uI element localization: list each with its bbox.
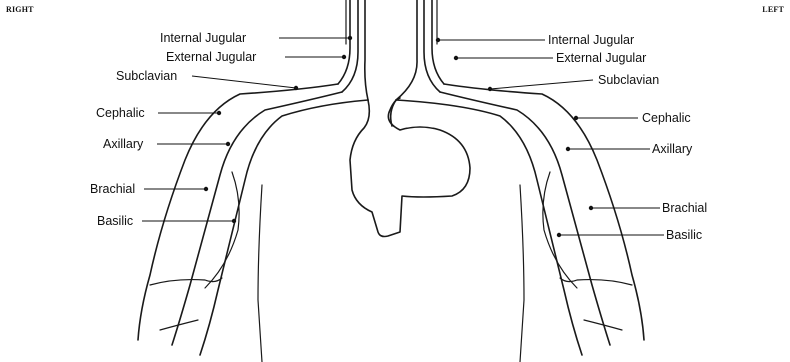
left-external-jugular-label: External Jugular <box>556 51 646 65</box>
right-brachial-label: Brachial <box>90 182 135 196</box>
right-external-jugular-label: External Jugular <box>166 50 256 64</box>
left-subclavian-label: Subclavian <box>598 73 659 87</box>
right-arm-outline <box>138 84 368 362</box>
right-internal-jugular-label: Internal Jugular <box>160 31 246 45</box>
heart-and-vena-cava <box>350 98 470 237</box>
right-axillary-label: Axillary <box>103 137 144 151</box>
right-side-labels: Internal Jugular External Jugular Subcla… <box>90 31 352 228</box>
right-basilic-label: Basilic <box>97 214 133 228</box>
left-internal-jugular-label: Internal Jugular <box>548 33 634 47</box>
left-arm-outline <box>396 84 644 362</box>
right-subclavian-label: Subclavian <box>116 69 177 83</box>
left-axillary-label: Axillary <box>652 142 693 156</box>
neck-veins <box>338 0 444 100</box>
left-cephalic-label: Cephalic <box>642 111 691 125</box>
right-cephalic-label: Cephalic <box>96 106 145 120</box>
left-brachial-label: Brachial <box>662 201 707 215</box>
left-basilic-label: Basilic <box>666 228 702 242</box>
